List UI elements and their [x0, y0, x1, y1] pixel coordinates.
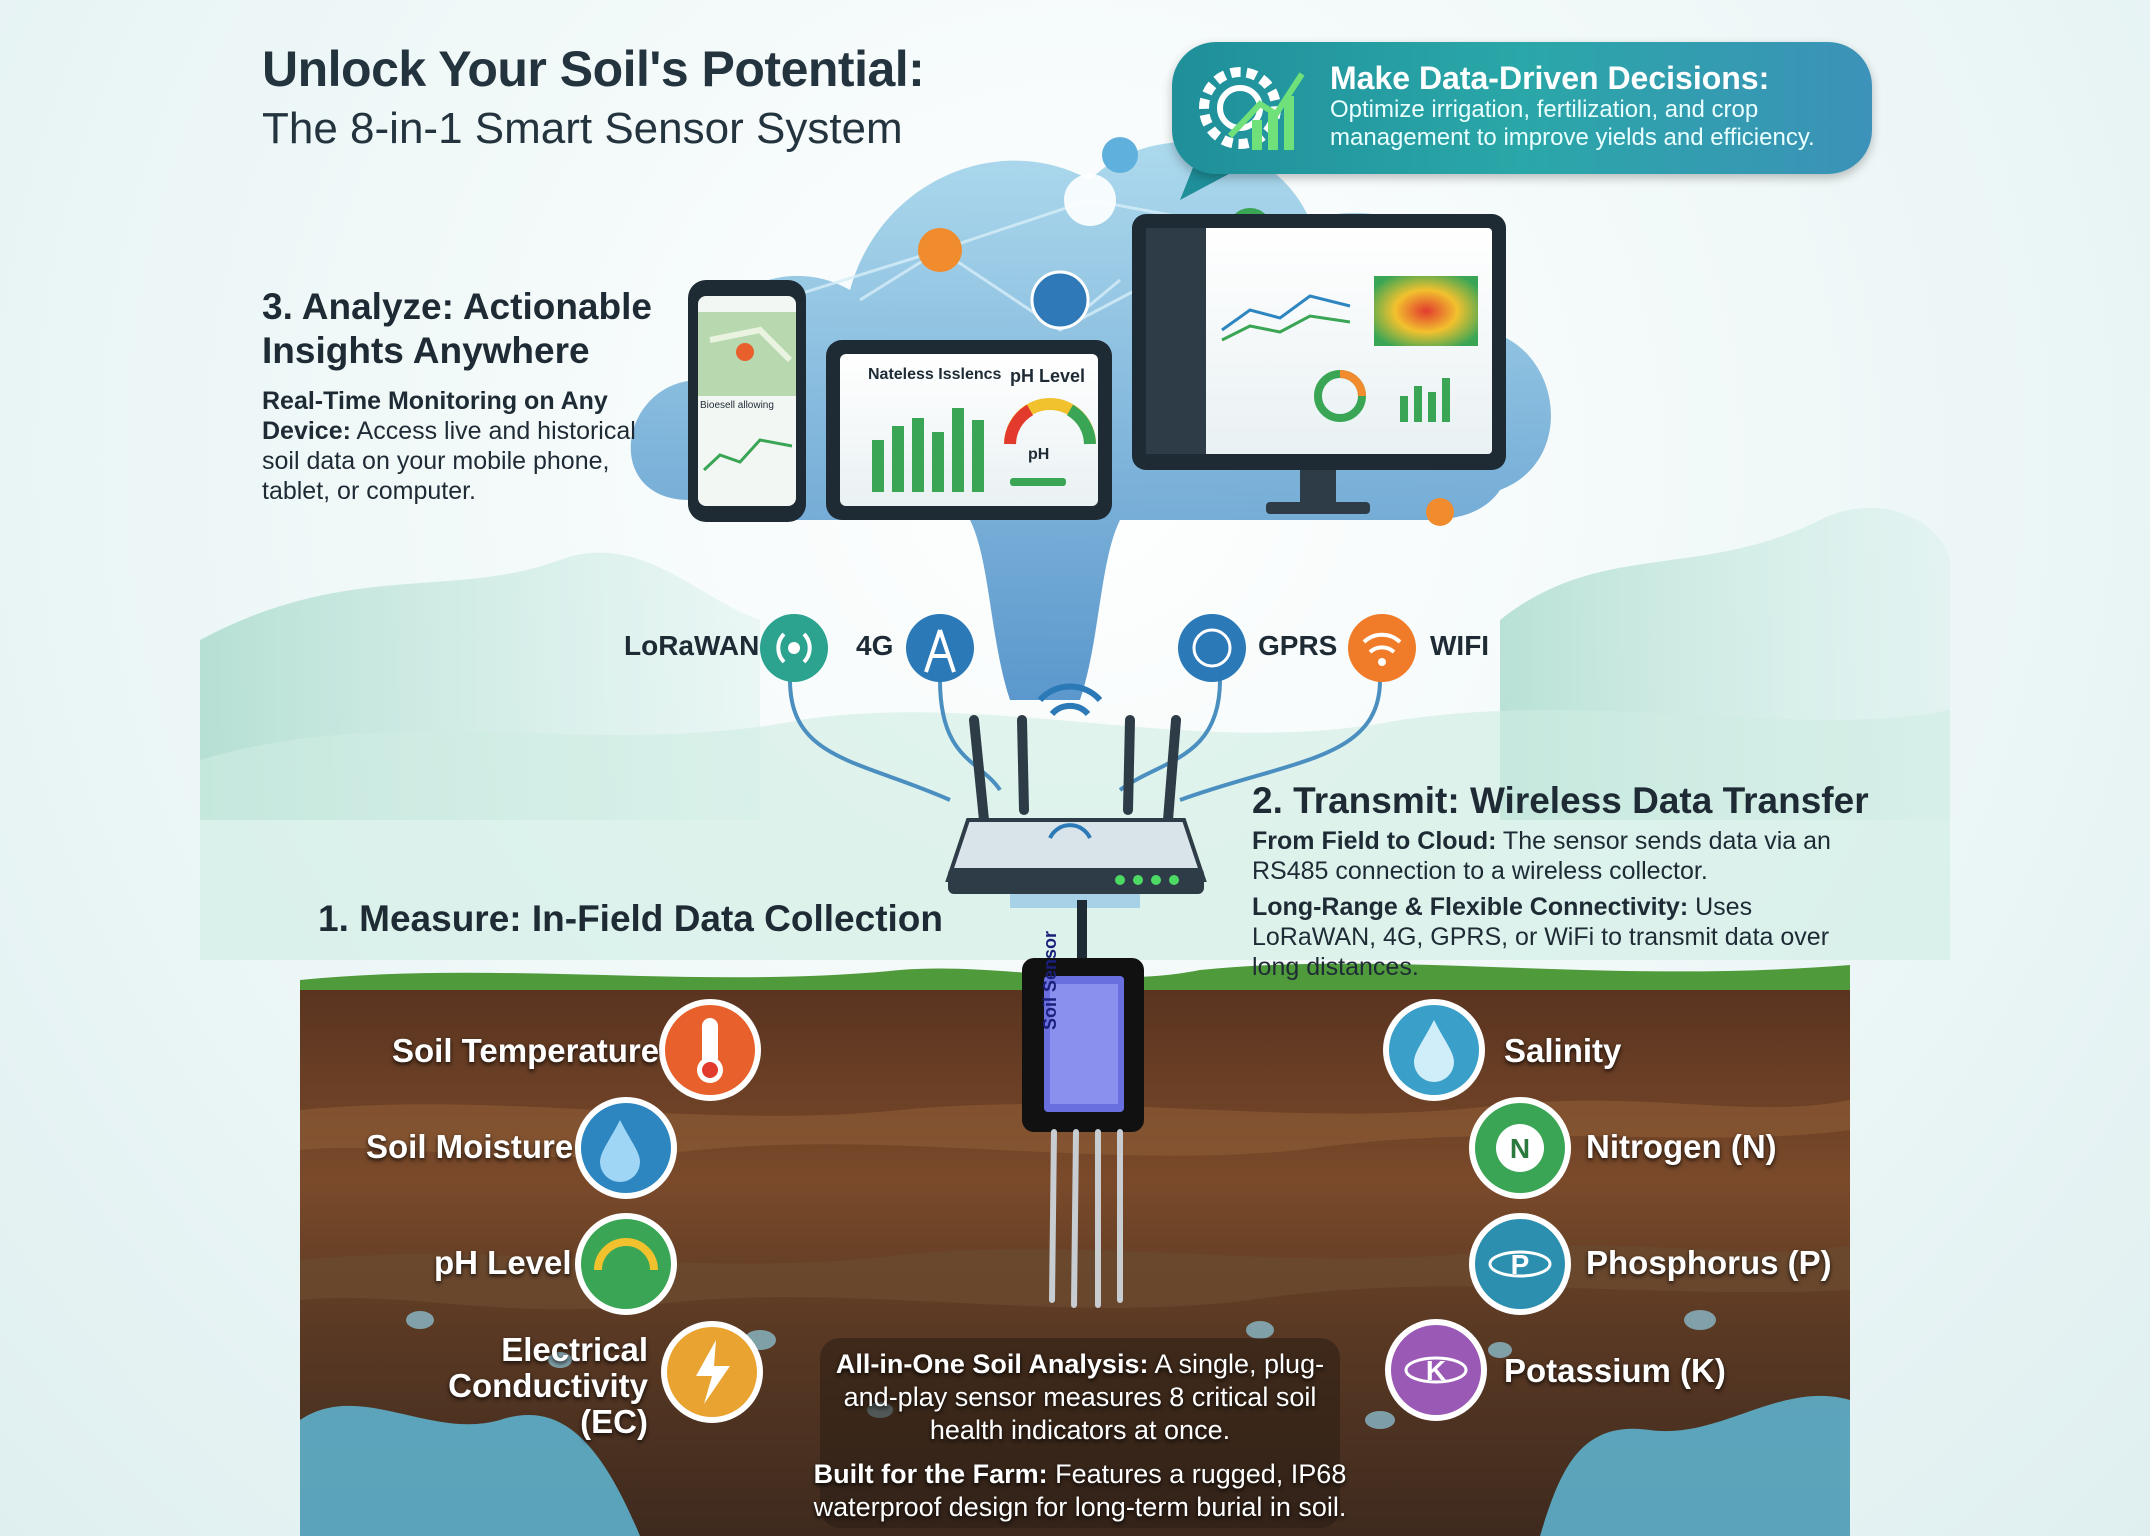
soil-note-farm: Built for the Farm: Features a rugged, I…	[800, 1458, 1360, 1524]
protocol-gprs: GPRS	[1258, 630, 1338, 661]
metric-soil-moisture: Soil Moisture	[366, 1128, 574, 1165]
metric-nitrogen: Nitrogen (N)	[1586, 1128, 1777, 1165]
transmit-lead-2: Long-Range & Flexible Connectivity:	[1252, 893, 1689, 921]
svg-text:N: N	[1510, 1133, 1530, 1164]
transmit-heading: 2. Transmit: Wireless Data Transfer	[1252, 780, 1869, 821]
metric-phosphorus: Phosphorus (P)	[1586, 1244, 1832, 1281]
protocol-wifi: WIFI	[1430, 630, 1490, 661]
analyze-heading-2: Insights Anywhere	[262, 330, 590, 371]
soil-note-body-1: A single, plug-and-play sensor measures …	[843, 1349, 1325, 1445]
soil-note-body-2: Features a rugged, IP68 waterproof desig…	[813, 1459, 1347, 1522]
transmit-body-2: Uses LoRaWAN, 4G, GPRS, or WiFi to trans…	[1252, 893, 1830, 981]
metric-soil-temperature: Soil Temperature	[392, 1032, 660, 1069]
metric-potassium: Potassium (K)	[1504, 1352, 1726, 1389]
callout-title: Make Data-Driven Decisions:	[1330, 60, 1770, 96]
transmit-detail-2: Long-Range & Flexible Connectivity: Uses…	[1252, 892, 1862, 982]
gauge-label: pH	[1028, 446, 1050, 463]
svg-text:P: P	[1511, 1249, 1530, 1280]
soil-note-analysis: All-in-One Soil Analysis: A single, plug…	[830, 1348, 1330, 1447]
metric-salinity: Salinity	[1504, 1032, 1622, 1069]
tablet-gauge-title: pH Level	[1010, 366, 1086, 386]
protocol-lorawan: LoRaWAN	[624, 630, 760, 661]
analyze-description: Real-Time Monitoring on Any Device: Acce…	[262, 386, 642, 506]
metric-ph-level: pH Level	[434, 1244, 572, 1281]
tablet-chart-title: Nateless Isslencs	[868, 366, 1002, 383]
transmit-lead-1: From Field to Cloud:	[1252, 827, 1497, 855]
sensor-label: Soil Sensor	[1040, 930, 1060, 1030]
transmit-body-1: The sensor sends data via an RS485 conne…	[1252, 827, 1831, 885]
phone-panel-label: Bioesell allowing	[700, 400, 774, 411]
gear-growth-chart-icon	[1199, 67, 1305, 150]
callout-body: Optimize irrigation, fertilization, and …	[1330, 96, 1815, 151]
svg-text:K: K	[1426, 1355, 1446, 1386]
analyze-body: Access live and historical soil data on …	[262, 417, 636, 505]
metric-electrical-conductivity: Electrical Conductivity (EC)	[448, 1331, 648, 1440]
analyze-heading-1: 3. Analyze: Actionable	[262, 286, 652, 327]
soil-note-lead-2: Built for the Farm:	[813, 1459, 1048, 1489]
transmit-detail-1: From Field to Cloud: The sensor sends da…	[1252, 826, 1852, 886]
analyze-lead: Real-Time Monitoring on Any Device:	[262, 387, 608, 445]
measure-heading: 1. Measure: In-Field Data Collection	[318, 898, 944, 939]
protocol-4g: 4G	[856, 630, 894, 661]
page-subtitle: The 8-in-1 Smart Sensor System	[262, 104, 903, 153]
soil-note-lead-1: All-in-One Soil Analysis:	[835, 1349, 1149, 1379]
page-title: Unlock Your Soil's Potential:	[262, 41, 925, 97]
